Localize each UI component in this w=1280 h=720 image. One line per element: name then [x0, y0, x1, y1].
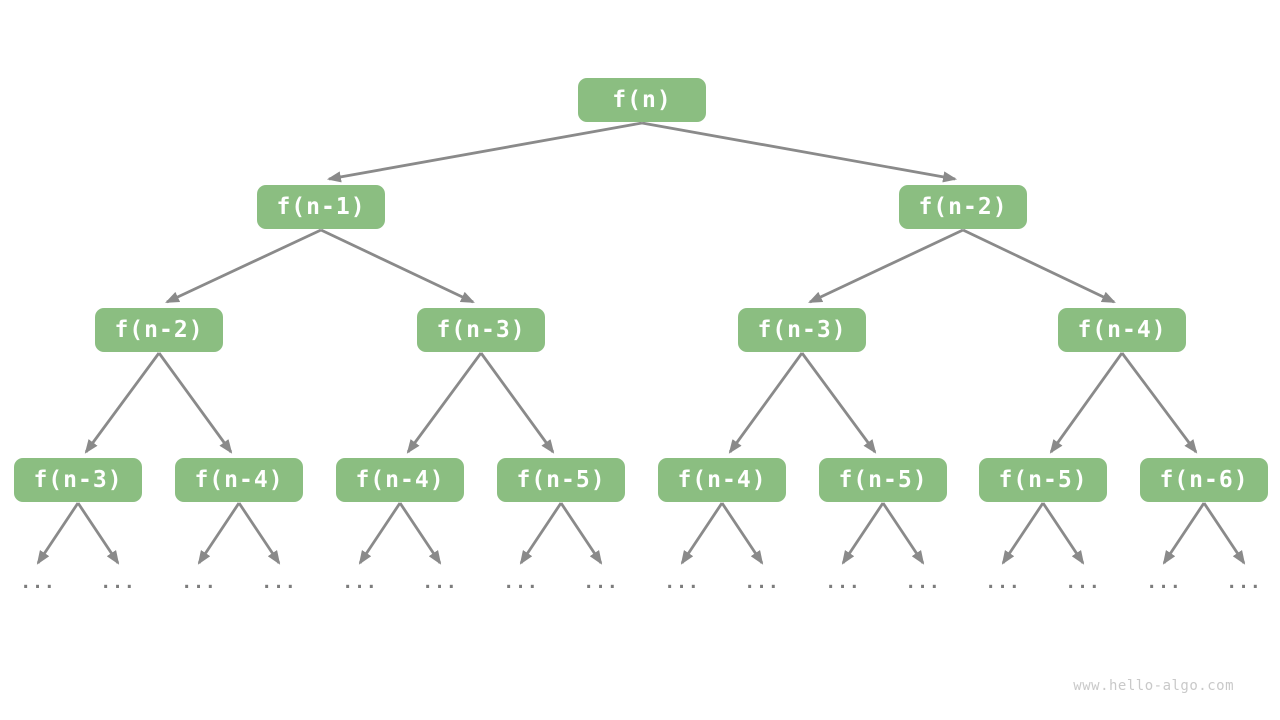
leaf-edge [76, 502, 120, 565]
leaf-edge [1001, 502, 1045, 565]
tree-node-10: f(n-5) [497, 458, 625, 502]
tree-node-3: f(n-2) [95, 308, 223, 352]
tree-edge [1049, 352, 1124, 454]
ellipsis-leaf: ... [744, 572, 780, 593]
ellipsis-leaf: ... [1226, 572, 1262, 593]
tree-node-13: f(n-5) [979, 458, 1107, 502]
tree-node-6: f(n-4) [1058, 308, 1186, 352]
tree-node-2: f(n-2) [899, 185, 1027, 229]
ellipsis-leaf: ... [1065, 572, 1101, 593]
leaf-edge [680, 502, 724, 565]
tree-node-5: f(n-3) [738, 308, 866, 352]
tree-edge [808, 228, 964, 304]
tree-edge [962, 228, 1116, 304]
tree-edge [165, 228, 322, 304]
leaf-edge [197, 502, 241, 565]
tree-node-4: f(n-3) [417, 308, 545, 352]
tree-edge [800, 352, 877, 454]
ellipsis-leaf: ... [985, 572, 1021, 593]
tree-node-7: f(n-3) [14, 458, 142, 502]
tree-edge [728, 352, 804, 454]
leaf-edge [1202, 502, 1246, 565]
tree-node-11: f(n-4) [658, 458, 786, 502]
leaf-edge [720, 502, 764, 565]
tree-edge [320, 228, 475, 304]
ellipsis-leaf: ... [905, 572, 941, 593]
leaf-edge [559, 502, 603, 565]
tree-node-12: f(n-5) [819, 458, 947, 502]
leaf-edge [519, 502, 563, 565]
ellipsis-leaf: ... [664, 572, 700, 593]
tree-edge [641, 121, 958, 183]
tree-edge [406, 352, 483, 454]
leaf-edge [1162, 502, 1206, 565]
leaf-edge [1041, 502, 1085, 565]
tree-node-9: f(n-4) [336, 458, 464, 502]
leaf-edge [841, 502, 885, 565]
ellipsis-leaf: ... [503, 572, 539, 593]
watermark-text: www.hello-algo.com [1073, 678, 1234, 694]
ellipsis-leaf: ... [825, 572, 861, 593]
ellipsis-leaf: ... [422, 572, 458, 593]
ellipsis-leaf: ... [583, 572, 619, 593]
tree-node-0: f(n) [578, 78, 706, 122]
tree-edge [326, 121, 643, 183]
tree-edge [84, 352, 161, 454]
ellipsis-leaf: ... [261, 572, 297, 593]
tree-node-14: f(n-6) [1140, 458, 1268, 502]
tree-edge [1120, 352, 1198, 454]
leaf-edge [358, 502, 402, 565]
ellipsis-leaf: ... [181, 572, 217, 593]
tree-node-1: f(n-1) [257, 185, 385, 229]
leaf-edge [36, 502, 80, 565]
ellipsis-leaf: ... [100, 572, 136, 593]
ellipsis-leaf: ... [20, 572, 56, 593]
ellipsis-leaf: ... [1146, 572, 1182, 593]
leaf-edge [881, 502, 925, 565]
ellipsis-leaf: ... [342, 572, 378, 593]
tree-edge [479, 352, 555, 454]
tree-node-8: f(n-4) [175, 458, 303, 502]
leaf-edge [237, 502, 281, 565]
leaf-edge [398, 502, 442, 565]
tree-edge [157, 352, 233, 454]
